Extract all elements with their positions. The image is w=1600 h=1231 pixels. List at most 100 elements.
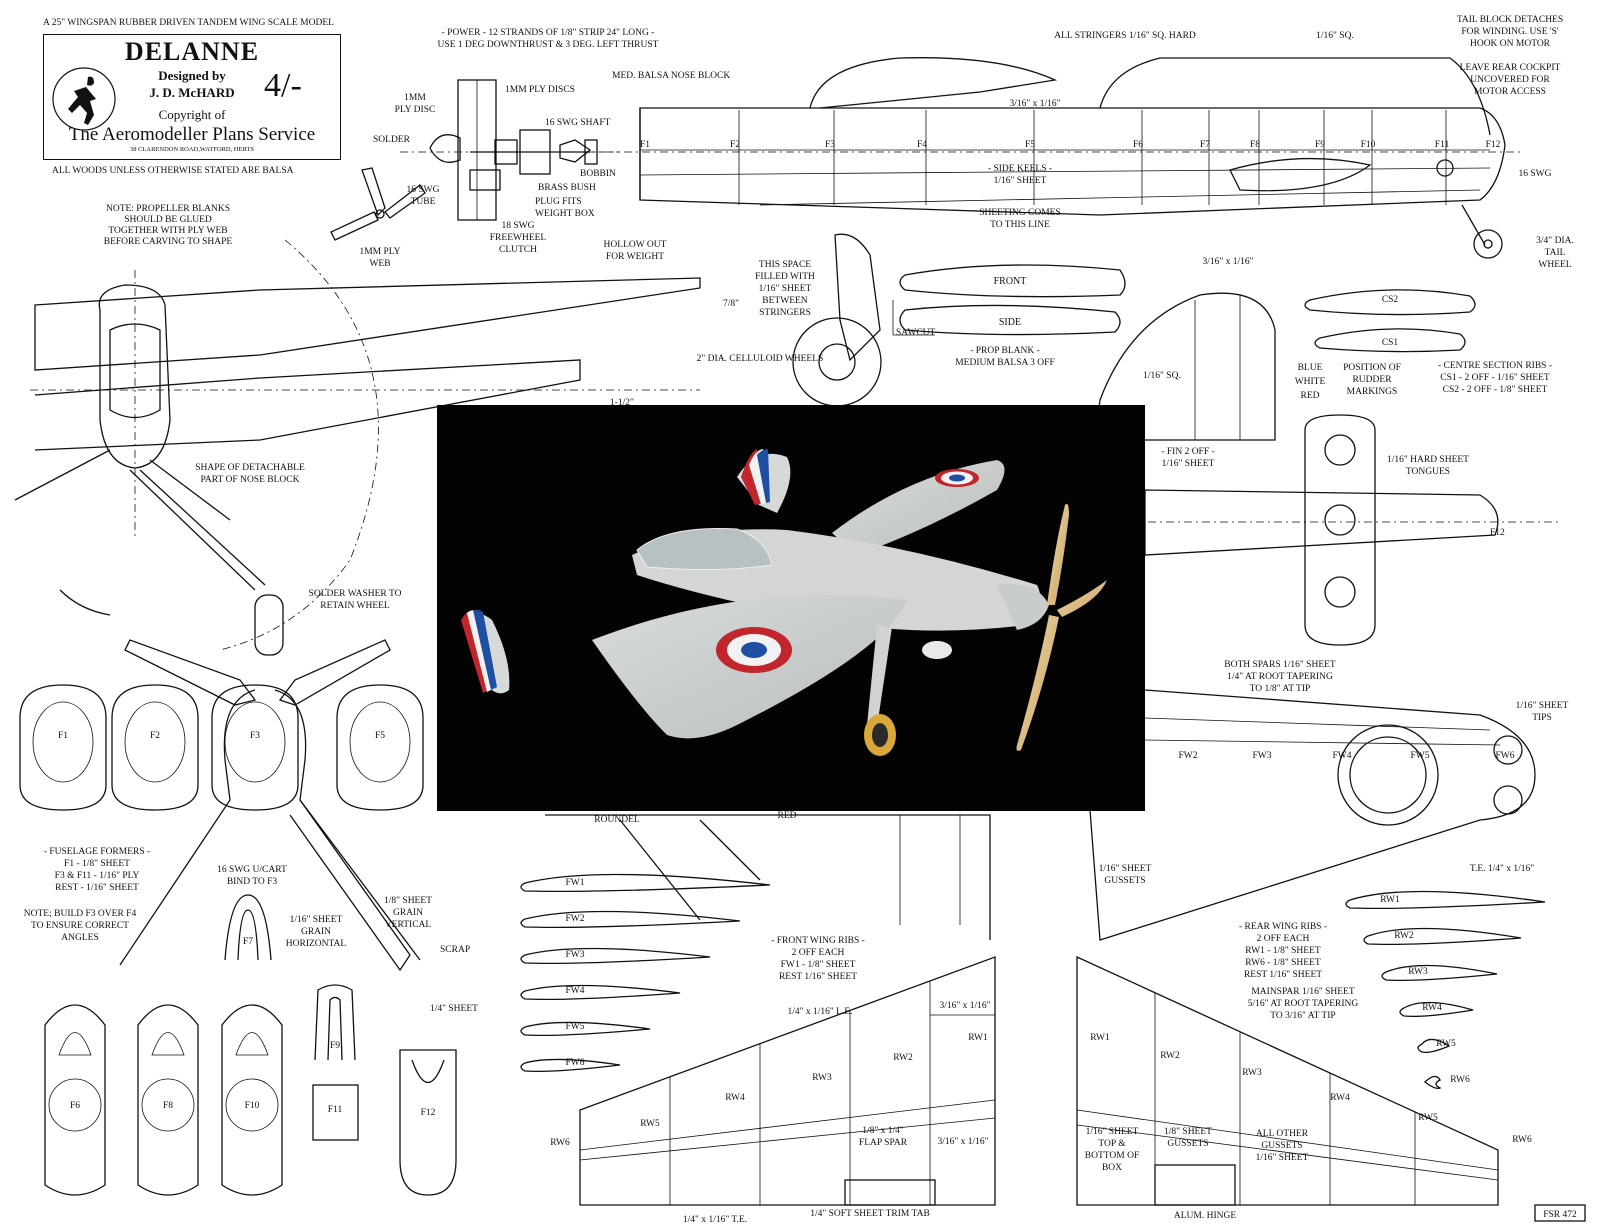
rw-ribs-label-1: - REAR WING RIBS -: [1239, 922, 1327, 932]
build-note-1: NOTE; BUILD F3 OVER F4: [24, 909, 137, 919]
space-label-3: 1/16" SHEET: [759, 284, 812, 294]
rw-plan-label-fw5: FW5: [1411, 751, 1430, 761]
dim-7-8: 7/8": [723, 299, 739, 309]
former-f1-label: F1: [58, 731, 68, 741]
mainspar-label-1: MAINSPAR 1/16" SHEET: [1251, 987, 1354, 997]
station-f4: F4: [917, 140, 927, 150]
prop-blank: [892, 264, 1126, 336]
prop-note-3: TOGETHER WITH PLY WEB: [108, 226, 227, 236]
space-label-5: STRINGERS: [759, 308, 811, 318]
u-cart-frame: [119, 639, 421, 972]
fwp-strip-label-2: 3/16" x 1/16": [937, 1137, 988, 1147]
clutch-label-3: CLUTCH: [499, 245, 537, 255]
fin: [1094, 292, 1276, 441]
rw-ribs-label-3: RW1 - 1/8" SHEET: [1245, 946, 1321, 956]
former-f5-outline: [336, 684, 424, 811]
former-f1-outline: [19, 684, 107, 811]
address: 38 CLARENDON ROAD,WATFORD, HERTS: [129, 146, 255, 153]
fw-rib-4: [520, 984, 681, 1001]
rw-plan-label-fw4: FW4: [1333, 751, 1352, 761]
cockpit-note-3: MOTOR ACCESS: [1474, 87, 1546, 97]
rw-rib-6: [1423, 1075, 1442, 1090]
gus18-label-2: GUSSETS: [1167, 1139, 1208, 1149]
copyright-label: Copyright of: [158, 107, 226, 122]
spars-label-3: TO 1/8" AT TIP: [1250, 684, 1311, 694]
former-f8-label: F8: [163, 1101, 173, 1111]
power-note-2: USE 1 DEG DOWNTHRUST & 3 DEG. LEFT THRUS…: [438, 40, 659, 50]
former-f8-cutout: [141, 1078, 195, 1132]
fw-ribs-label-3: FW1 - 1/8" SHEET: [781, 960, 856, 970]
allg-label-1: ALL OTHER: [1256, 1129, 1309, 1139]
ply-web: [330, 167, 426, 241]
station-f12: F12: [1486, 140, 1501, 150]
mainspar-label-2: 5/16" AT ROOT TAPERING: [1248, 999, 1359, 1009]
tongues-label-1: 1/16" HARD SHEET: [1387, 455, 1469, 465]
station-f7: F7: [1200, 140, 1210, 150]
grain-v-2: GRAIN: [393, 908, 423, 918]
solder-label: SOLDER: [373, 135, 411, 145]
brass-bush-label: BRASS BUSH: [538, 183, 596, 193]
spars-label-2: 1/4" AT ROOT TAPERING: [1227, 672, 1333, 682]
box-label-3: BOTTOM OF: [1085, 1151, 1139, 1161]
former-f12: [399, 1049, 457, 1196]
shape-label-2: PART OF NOSE BLOCK: [201, 475, 300, 485]
ucart-label-2: BIND TO F3: [227, 877, 278, 887]
space-label-2: FILLED WITH: [755, 272, 815, 282]
gussets-label-2: GUSSETS: [1104, 876, 1145, 886]
keels-label-1: - SIDE KEELS -: [988, 164, 1052, 174]
ply-web-label-1: 1MM PLY: [359, 247, 400, 257]
ply-discs-label: 1MM PLY DISCS: [505, 85, 575, 95]
station-f3: F3: [825, 140, 835, 150]
flap-label-2: FLAP SPAR: [859, 1138, 908, 1148]
rw-rib-1: [1345, 890, 1546, 910]
fw-rib-2: [520, 910, 741, 929]
rw-rib-3: [1381, 964, 1498, 982]
front-plan-view: [14, 239, 701, 656]
grain-v-1: 1/8" SHEET: [384, 896, 432, 906]
mainspar-label-3: TO 3/16" AT TIP: [1270, 1011, 1335, 1021]
fwp-label-rw5: RW5: [640, 1119, 660, 1129]
front-wing-panel: [579, 956, 996, 1206]
tail-note-2: FOR WINDING. USE 'S': [1461, 27, 1558, 37]
prop-note-4: BEFORE CARVING TO SHAPE: [104, 237, 233, 247]
rw-rib-5: [1417, 1038, 1451, 1054]
rwp-label-rw6: RW6: [1512, 1135, 1532, 1145]
tail-wheel-label-2: TAIL: [1545, 248, 1566, 258]
fw-rib-6: [520, 1058, 621, 1073]
ply-disc-label-1: 1MM: [404, 93, 426, 103]
station-f11: F11: [1435, 140, 1450, 150]
nose-block-label: MED. BALSA NOSE BLOCK: [612, 71, 730, 81]
bobbin-label: BOBBIN: [580, 169, 616, 179]
rw-rib-2: [1363, 927, 1522, 946]
rwp-label-rw5: RW5: [1418, 1113, 1438, 1123]
model-line: A 25" WINGSPAN RUBBER DRIVEN TANDEM WING…: [43, 18, 334, 28]
station-f10: F10: [1361, 140, 1376, 150]
rear-wing-panel: [1076, 955, 1499, 1206]
service-name: The Aeromodeller Plans Service: [68, 124, 316, 145]
prop-blank-label-2: MEDIUM BALSA 3 OFF: [955, 358, 1055, 368]
grain-h-3: HORIZONTAL: [286, 939, 347, 949]
clutch-label-2: FREEWHEEL: [490, 233, 547, 243]
rw-rib-4: [1399, 1001, 1474, 1018]
ply-disc-label-2: PLY DISC: [395, 105, 436, 115]
designed-by: Designed by: [158, 68, 226, 83]
grain-h-1: 1/16" SHEET: [290, 915, 343, 925]
sheet-1-4-label: 1/4" SHEET: [430, 1004, 478, 1014]
formers-label-2: F1 - 1/8" SHEET: [64, 859, 130, 869]
cs-label-2: CS1 - 2 OFF - 1/16" SHEET: [1440, 373, 1550, 383]
cs-label-3: CS2 - 2 OFF - 1/8" SHEET: [1443, 385, 1548, 395]
dim-1-1-2: 1-1/2": [610, 398, 634, 408]
hollow-label-2: FOR WEIGHT: [606, 252, 664, 262]
plug-label-2: WEIGHT BOX: [535, 209, 595, 219]
tips-label-2: TIPS: [1532, 713, 1552, 723]
f12-label: F12: [421, 1108, 436, 1118]
washer-label-2: RETAIN WHEEL: [320, 601, 390, 611]
clutch-label-1: 18 SWG: [502, 221, 535, 231]
strip-label-2: 3/16" x 1/16": [1202, 257, 1253, 267]
plug-label-1: PLUG FITS: [535, 197, 582, 207]
build-note-2: TO ENSURE CORRECT: [31, 921, 129, 931]
